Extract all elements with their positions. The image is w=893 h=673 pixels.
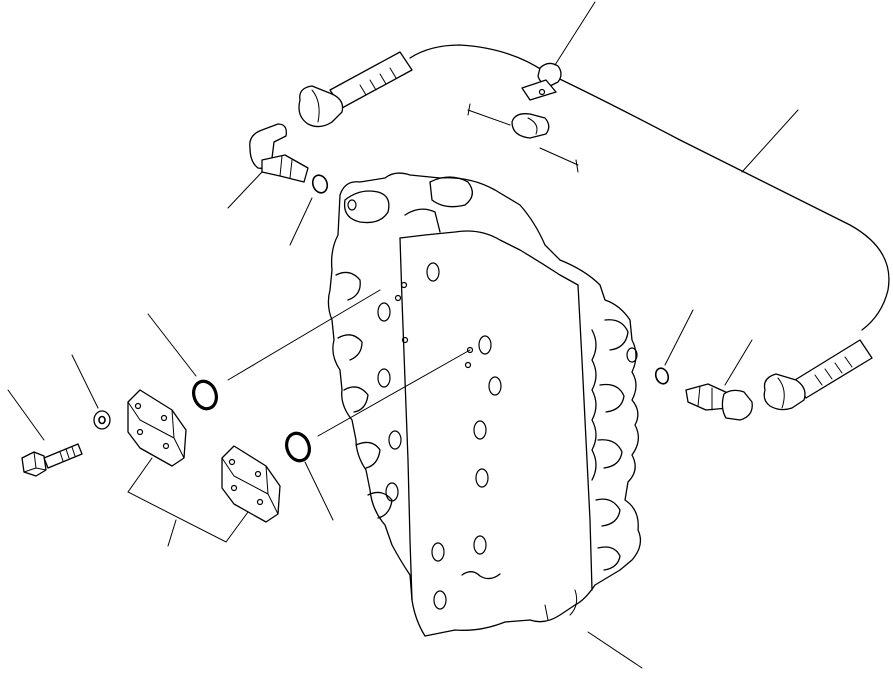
leader-lines: [7, 1, 799, 669]
leader-cover-plates-bracket: [127, 457, 249, 547]
leader-clamp: [554, 1, 596, 66]
o-ring-small-upper: [311, 174, 329, 194]
hose-clamp: [521, 62, 562, 101]
leader-o-ring-small-upper: [289, 197, 313, 246]
hose-assembly: [409, 44, 890, 331]
washer: [93, 410, 111, 430]
cover-plate-lower: [221, 445, 281, 523]
hose-line: [409, 44, 890, 331]
elbow-fitting-upper: [249, 123, 309, 183]
hose-clamp-loose: [467, 103, 579, 173]
bolt: [21, 443, 83, 477]
leader-o-ring-cover-lower: [304, 461, 334, 521]
alignment-line-lower: [317, 349, 471, 437]
o-ring-small-lower: [654, 367, 670, 385]
leader-elbow-lower: [724, 339, 753, 386]
cover-plate-upper: [127, 389, 187, 467]
hose-upper: [298, 51, 413, 128]
leader-elbow-upper: [227, 171, 263, 209]
o-ring-cover-upper: [192, 379, 218, 411]
hose-lower: [763, 339, 873, 411]
leader-hose: [741, 109, 799, 173]
leader-o-ring-cover-upper: [147, 313, 197, 377]
leader-washer: [71, 354, 99, 409]
elbow-fitting-lower: [685, 383, 753, 421]
leader-valve-body: [587, 631, 643, 669]
leader-bolt: [7, 389, 45, 441]
alignment-line-upper: [227, 289, 381, 381]
control-valve-body: [327, 172, 642, 637]
o-ring-cover-lower: [285, 431, 311, 463]
leader-o-ring-small-lower: [664, 309, 694, 366]
